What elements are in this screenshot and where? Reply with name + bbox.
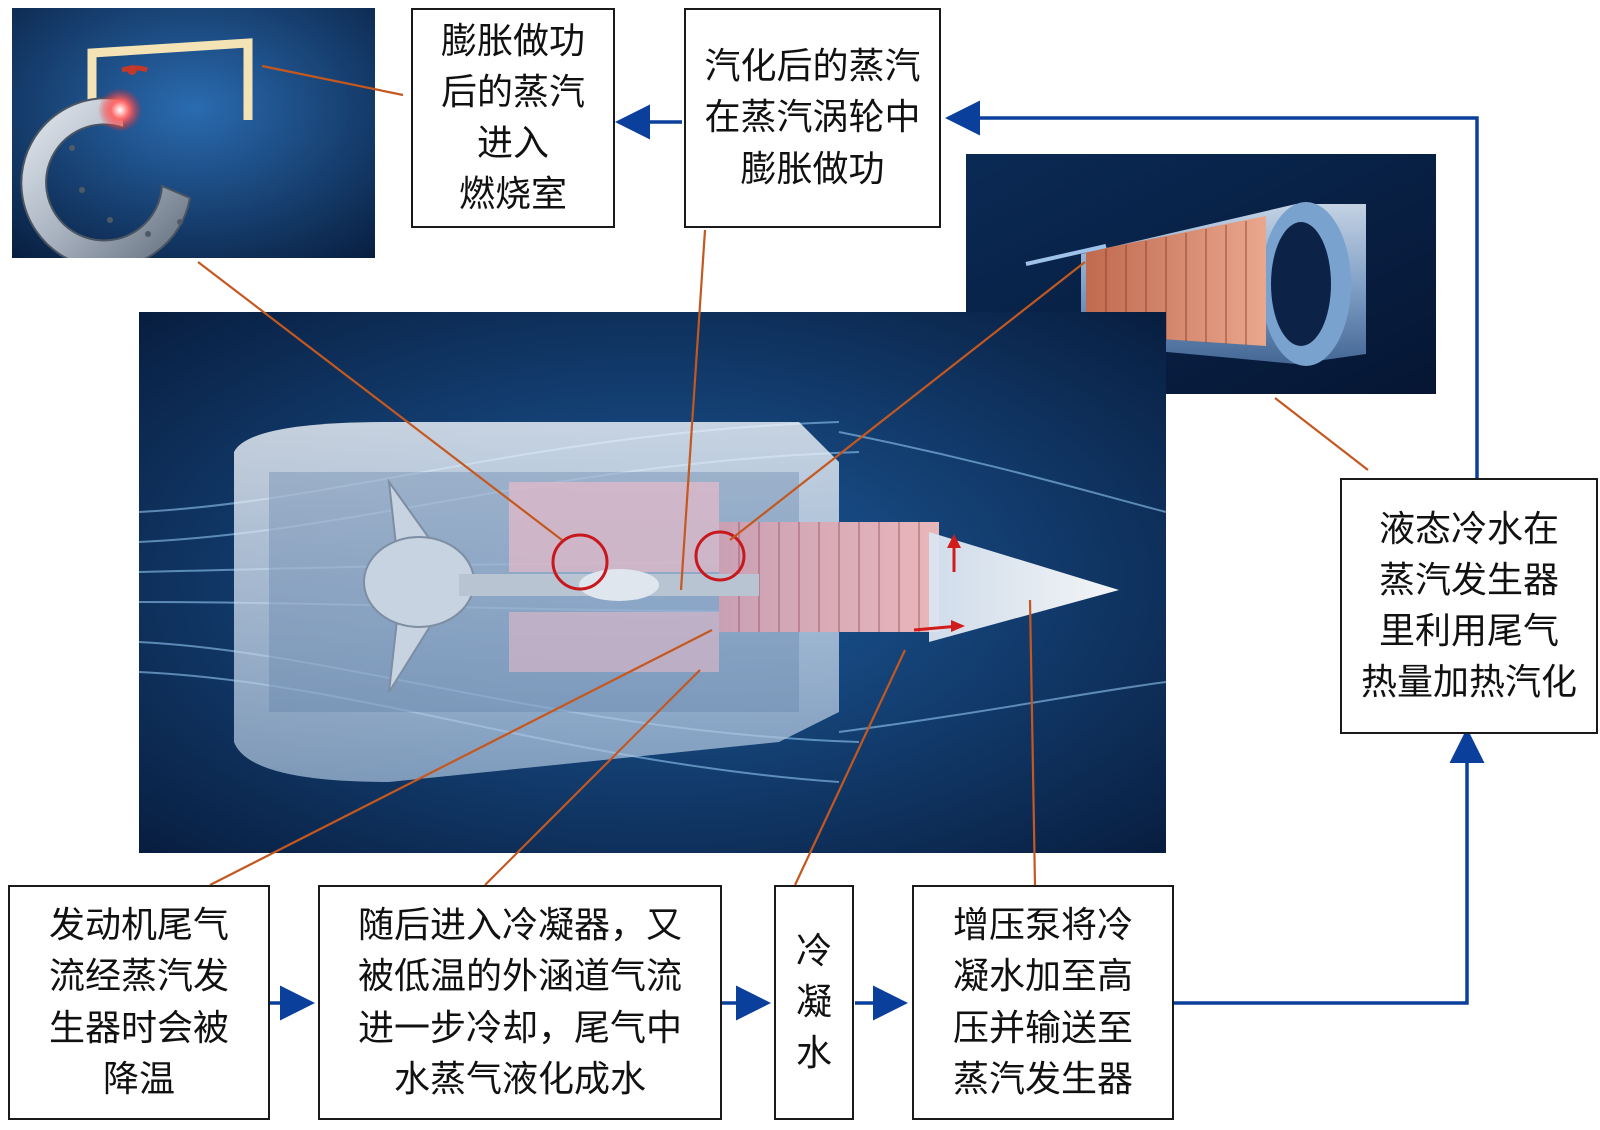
water-char-2: 凝 — [795, 981, 832, 1023]
exhaust-line-4: 降温 — [102, 1058, 175, 1100]
engine-cutaway-image — [139, 312, 1166, 853]
condenser-line-2: 被低温的外涵道气流 — [357, 956, 682, 998]
steam-turbine-box: 汽化后的蒸汽 在蒸汽涡轮中 膨胀做功 — [684, 8, 941, 228]
condensed-water-box: 冷 凝 水 — [774, 885, 854, 1120]
pump-line-2: 凝水加至高 — [952, 956, 1133, 998]
booster-pump-box: 增压泵将冷 凝水加至高 压并输送至 蒸汽发生器 — [912, 885, 1174, 1120]
combustor-line-3: 进入 — [476, 123, 549, 164]
combustor-line-1: 膨胀做功 — [440, 20, 585, 62]
combustor-line-2: 后的蒸汽 — [440, 71, 585, 113]
combustor-inset-image — [12, 8, 375, 258]
condenser-line-1: 随后进入冷凝器，又 — [357, 905, 682, 947]
condenser-box: 随后进入冷凝器，又 被低温的外涵道气流 进一步冷却，尾气中 水蒸气液化成水 — [318, 885, 722, 1120]
pump-line-4: 蒸汽发生器 — [952, 1058, 1133, 1100]
generator-line-4: 热量加热汽化 — [1360, 662, 1577, 704]
water-char-3: 水 — [795, 1033, 832, 1075]
generator-line-1: 液态冷水在 — [1378, 508, 1559, 550]
turbine-line-1: 汽化后的蒸汽 — [704, 46, 921, 88]
exhaust-line-3: 生器时会被 — [48, 1007, 229, 1049]
condenser-line-3: 进一步冷却，尾气中 — [357, 1007, 682, 1049]
leader-generator-box — [1274, 397, 1369, 471]
turbine-line-2: 在蒸汽涡轮中 — [704, 97, 921, 139]
exhaust-line-2: 流经蒸汽发 — [48, 956, 229, 998]
pump-line-1: 增压泵将冷 — [952, 905, 1133, 947]
water-char-1: 冷 — [795, 930, 832, 972]
pump-line-3: 压并输送至 — [952, 1007, 1133, 1049]
engine-exhaust-box: 发动机尾气 流经蒸汽发 生器时会被 降温 — [8, 885, 270, 1120]
turbine-line-3: 膨胀做功 — [740, 148, 885, 190]
generator-line-2: 蒸汽发生器 — [1378, 559, 1559, 601]
generator-line-3: 里利用尾气 — [1378, 611, 1559, 652]
combustor-line-4: 燃烧室 — [458, 174, 567, 216]
condenser-line-4: 水蒸气液化成水 — [393, 1058, 646, 1100]
steam-generator-box: 液态冷水在 蒸汽发生器 里利用尾气 热量加热汽化 — [1340, 478, 1598, 734]
combustor-steam-box: 膨胀做功 后的蒸汽 进入 燃烧室 — [411, 8, 615, 228]
exhaust-line-1: 发动机尾气 — [48, 905, 229, 947]
arrow-pump-to-generator — [1174, 728, 1485, 1005]
